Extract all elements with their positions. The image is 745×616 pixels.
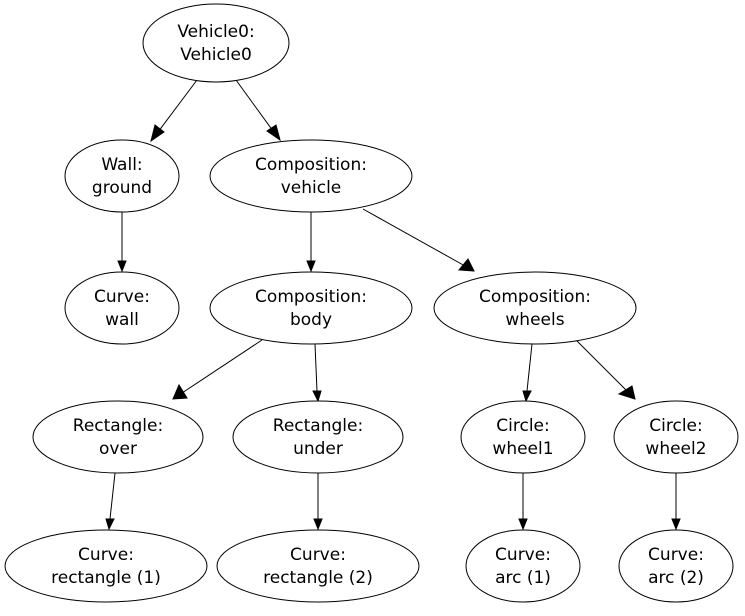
edge-arrowhead-icon <box>457 258 475 272</box>
node-rectangle_under[interactable]: Rectangle: under <box>232 400 404 474</box>
node-ellipse-shape <box>433 271 637 345</box>
edges-layer <box>105 79 681 531</box>
node-label-line2: wheel1 <box>492 439 553 459</box>
node-ellipse-shape <box>618 529 734 603</box>
node-circle_wheel1[interactable]: Circle: wheel1 <box>460 400 586 474</box>
node-curve_rectangle_2[interactable]: Curve: rectangle (2) <box>216 529 420 603</box>
node-ellipse-shape <box>232 400 404 474</box>
node-curve_rectangle_1[interactable]: Curve: rectangle (1) <box>4 529 208 603</box>
edge-rectangle_over-to-curve_rectangle_1 <box>105 472 116 531</box>
edge-arrowhead-icon <box>150 124 165 143</box>
edge-arrowhead-icon <box>306 260 316 273</box>
node-ellipse-shape <box>209 271 413 345</box>
edge-vehicle0-to-composition_vehicle <box>235 79 281 142</box>
edge-arrowhead-icon <box>312 390 322 403</box>
edge-line <box>526 343 533 392</box>
edge-line <box>181 339 263 394</box>
edge-rectangle_under-to-curve_rectangle_2 <box>313 473 323 531</box>
node-label-line2: rectangle (1) <box>51 568 161 588</box>
node-circle_wheel2[interactable]: Circle: wheel2 <box>613 400 739 474</box>
node-ellipse-shape <box>32 400 204 474</box>
node-label-line1: Curve: <box>648 545 704 565</box>
edge-composition_wheels-to-circle_wheel2 <box>575 339 636 400</box>
node-ellipse-shape <box>142 3 290 83</box>
node-curve_arc_1[interactable]: Curve: arc (1) <box>465 529 581 603</box>
node-label-line1: Curve: <box>94 287 150 307</box>
node-label-line1: Curve: <box>78 545 134 565</box>
node-label-line2: over <box>99 439 137 459</box>
node-composition_vehicle[interactable]: Composition: vehicle <box>209 139 413 213</box>
node-label-line2: arc (2) <box>648 568 704 588</box>
node-ellipse-shape <box>209 139 413 213</box>
nodes-layer: Vehicle0:Vehicle0Wall:groundComposition:… <box>4 3 739 603</box>
node-label-line2: vehicle <box>281 178 342 198</box>
edge-wall_ground-to-curve_wall <box>117 212 127 273</box>
node-label-line1: Circle: <box>649 416 702 436</box>
node-label-line1: Vehicle0: <box>177 22 254 42</box>
node-label-line2: body <box>290 310 332 330</box>
edge-arrowhead-icon <box>522 390 532 403</box>
node-label-line2: arc (1) <box>495 568 551 588</box>
node-label-line1: Curve: <box>495 545 551 565</box>
edge-composition_body-to-rectangle_over <box>172 339 263 400</box>
node-label-line1: Circle: <box>496 416 549 436</box>
node-label-line2: under <box>293 439 343 459</box>
edge-arrowhead-icon <box>117 260 127 273</box>
node-label-line1: Rectangle: <box>273 416 363 436</box>
edge-arrowhead-icon <box>518 518 528 531</box>
edge-circle_wheel2-to-curve_arc_2 <box>671 473 681 531</box>
node-label-line2: Vehicle0 <box>180 45 252 65</box>
edge-composition_vehicle-to-composition_wheels <box>362 208 475 272</box>
edge-arrowhead-icon <box>617 385 636 400</box>
node-label-line2: rectangle (2) <box>263 568 373 588</box>
node-label-line1: Wall: <box>101 155 142 175</box>
node-composition_body[interactable]: Composition: body <box>209 271 413 345</box>
node-curve_wall[interactable]: Curve: wall <box>64 271 180 345</box>
node-label-line2: wheel2 <box>645 439 706 459</box>
edge-line <box>109 472 116 520</box>
node-ellipse-shape <box>64 271 180 345</box>
node-rectangle_over[interactable]: Rectangle: over <box>32 400 204 474</box>
node-vehicle0[interactable]: Vehicle0: Vehicle0 <box>142 3 290 83</box>
node-composition_wheels[interactable]: Composition: wheels <box>433 271 637 345</box>
node-ellipse-shape <box>4 529 208 603</box>
edge-arrowhead-icon <box>105 518 115 531</box>
edge-arrowhead-icon <box>671 518 681 531</box>
edge-arrowhead-icon <box>313 518 323 531</box>
edge-vehicle0-to-wall_ground <box>150 79 198 143</box>
node-label-line2: wheels <box>505 310 564 330</box>
node-label-line1: Rectangle: <box>73 416 163 436</box>
node-ellipse-shape <box>216 529 420 603</box>
node-ellipse-shape <box>64 139 180 213</box>
edge-line <box>314 343 318 392</box>
edge-line <box>575 339 629 393</box>
edge-composition_wheels-to-circle_wheel1 <box>522 343 533 403</box>
node-label-line2: wall <box>105 310 139 330</box>
edge-circle_wheel1-to-curve_arc_1 <box>518 473 528 531</box>
edge-composition_body-to-rectangle_under <box>312 343 322 403</box>
edge-arrowhead-icon <box>266 124 281 142</box>
edge-line <box>157 79 198 133</box>
edge-arrowhead-icon <box>172 383 188 400</box>
edge-line <box>362 208 466 267</box>
node-ellipse-shape <box>460 400 586 474</box>
edge-line <box>235 79 274 132</box>
node-label-line2: ground <box>92 178 152 198</box>
node-ellipse-shape <box>613 400 739 474</box>
node-label-line1: Composition: <box>255 287 367 307</box>
node-label-line1: Composition: <box>255 155 367 175</box>
node-wall_ground[interactable]: Wall: ground <box>64 139 180 213</box>
node-curve_arc_2[interactable]: Curve: arc (2) <box>618 529 734 603</box>
edge-composition_vehicle-to-composition_body <box>306 212 316 273</box>
node-label-line1: Composition: <box>479 287 591 307</box>
node-ellipse-shape <box>465 529 581 603</box>
node-label-line1: Curve: <box>290 545 346 565</box>
